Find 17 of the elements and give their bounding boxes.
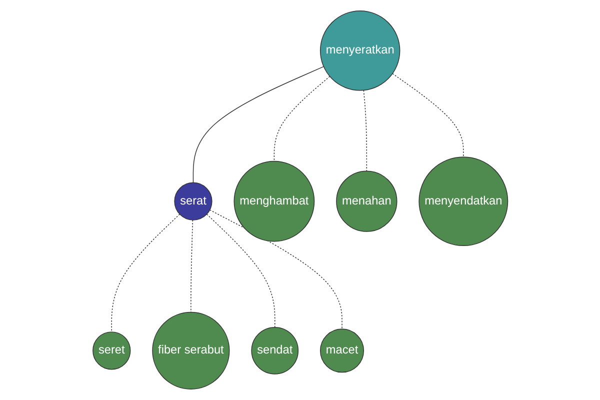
connector [192, 66, 324, 183]
node-circle: menyendatkan [418, 156, 508, 246]
connector [110, 214, 180, 332]
connector [392, 73, 464, 158]
node-circle: seret [92, 332, 130, 370]
connector [206, 214, 275, 328]
node-circle: macet [320, 328, 364, 373]
node-circle: menyeratkan [320, 10, 400, 91]
connector [273, 76, 330, 162]
connector [209, 210, 342, 330]
node-circle: serat [174, 182, 212, 220]
connector [362, 90, 367, 172]
node-circle: menghambat [233, 160, 314, 242]
connector [190, 220, 193, 313]
node-circle: fiber serabut [152, 312, 230, 390]
node-circle: menahan [336, 170, 397, 232]
node-circle: sendat [250, 326, 298, 374]
